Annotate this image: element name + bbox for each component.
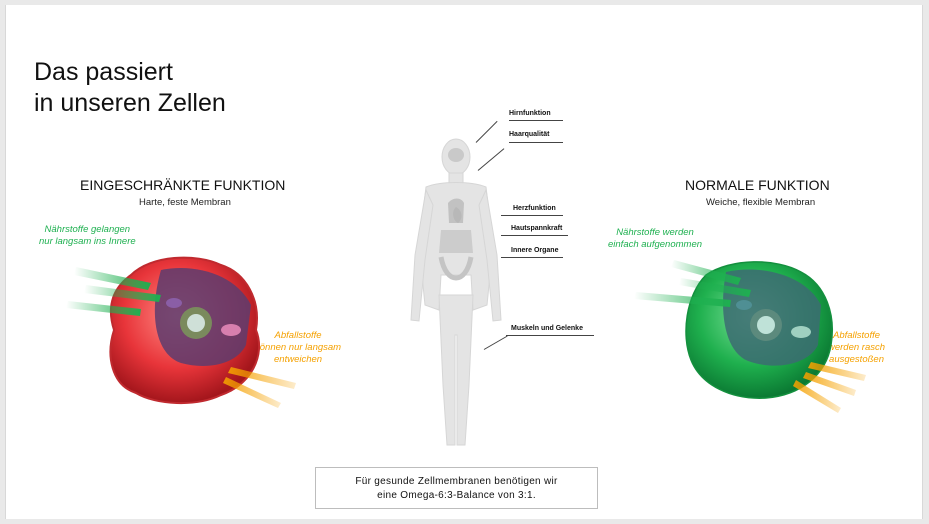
nutrient-arrow-icon xyxy=(679,278,751,297)
right-nutrients-line-2: einfach aufgenommen xyxy=(608,239,703,250)
title-line-2: in unseren Zellen xyxy=(34,89,226,117)
right-waste-line-1: Abfallstoffe xyxy=(833,330,881,341)
page-title: Das passiert in unseren Zellen xyxy=(34,57,226,119)
label-heart: Herzfunktion xyxy=(513,205,556,212)
right-waste-line-2: werden rasch xyxy=(828,342,886,353)
waste-arrow-icon xyxy=(793,380,841,413)
right-nutrients-note: Nährstoffe werden einfach aufgenommen xyxy=(608,227,702,251)
nutrient-arrow-icon xyxy=(84,285,161,302)
right-heading: NORMALE FUNKTION xyxy=(685,177,830,193)
right-subheading: Weiche, flexible Membran xyxy=(706,197,816,208)
label-hair: Haarqualität xyxy=(509,131,550,138)
left-waste-note: Abfallstoffe können nur langsam entweich… xyxy=(255,330,341,366)
info-box: Für gesunde Zellmembranen benötigen wir … xyxy=(315,467,598,509)
left-nutrients-line-2: nur langsam ins Innere xyxy=(39,236,136,247)
human-body-figure xyxy=(410,138,502,446)
title-line-1: Das passiert xyxy=(34,58,173,86)
brain-icon xyxy=(448,148,464,162)
right-waste-note: Abfallstoffe werden rasch ausgestoßen xyxy=(828,330,885,366)
heart-icon xyxy=(453,207,462,223)
info-line-1: Für gesunde Zellmembranen benötigen wir xyxy=(355,476,558,487)
intestines-icon xyxy=(438,256,474,281)
nutrient-arrow-icon xyxy=(74,267,151,290)
left-nutrients-line-1: Nährstoffe gelangen xyxy=(44,224,131,235)
nutrient-arrow-icon xyxy=(671,260,741,285)
right-nutrients-line-1: Nährstoffe werden xyxy=(616,227,694,238)
waste-arrow-icon xyxy=(228,367,296,389)
left-heading: EINGESCHRÄNKTE FUNKTION xyxy=(80,177,286,193)
nutrient-arrow-icon xyxy=(66,301,141,316)
waste-arrow-icon xyxy=(223,377,281,408)
label-muscles: Muskeln und Gelenke xyxy=(511,325,583,332)
flexible-cell-illustration xyxy=(634,260,866,413)
stomach-icon xyxy=(439,230,473,253)
left-subheading: Harte, feste Membran xyxy=(139,197,231,208)
waste-arrow-icon xyxy=(808,362,866,381)
left-waste-line-2: können nur langsam xyxy=(255,342,342,353)
right-waste-line-3: ausgestoßen xyxy=(829,354,884,365)
info-line-2: eine Omega-6:3-Balance von 3:1. xyxy=(377,490,536,501)
label-brain: Hirnfunktion xyxy=(509,110,551,117)
rigid-cell-illustration xyxy=(66,256,296,408)
slide: Das passiert in unseren Zellen EINGESCHR… xyxy=(5,5,923,519)
left-waste-line-1: Abfallstoffe xyxy=(274,330,322,341)
label-organs: Innere Organe xyxy=(511,247,559,254)
left-nutrients-note: Nährstoffe gelangen nur langsam ins Inne… xyxy=(39,224,136,248)
label-skin: Hautspannkraft xyxy=(511,225,563,232)
nutrient-arrow-icon xyxy=(634,292,731,307)
waste-arrow-icon xyxy=(803,372,856,396)
left-waste-line-3: entweichen xyxy=(274,354,323,365)
